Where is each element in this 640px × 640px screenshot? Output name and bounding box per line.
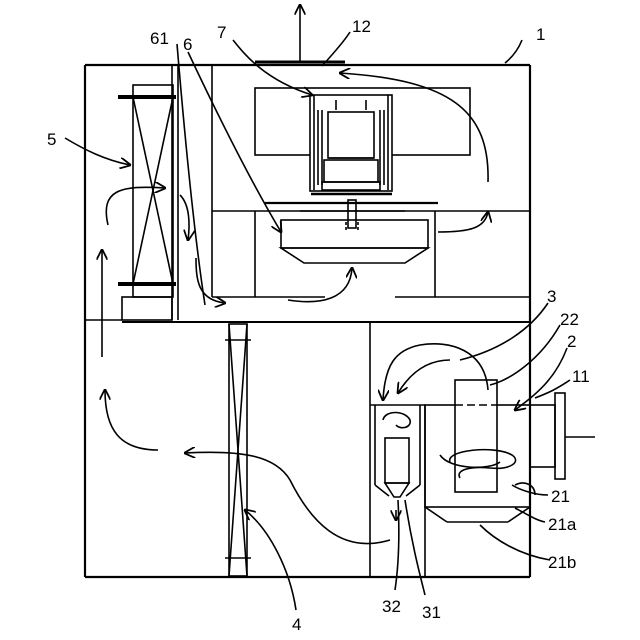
- label-2: 2: [567, 332, 576, 351]
- filter-5: [118, 85, 176, 297]
- label-12: 12: [352, 17, 371, 36]
- label-22: 22: [560, 310, 579, 329]
- fan-impeller-6: [265, 200, 438, 263]
- outer-housing: [85, 65, 530, 577]
- label-4: 4: [292, 615, 301, 634]
- fan-4: [225, 324, 251, 576]
- separator-3: [370, 322, 425, 577]
- label-11: 11: [572, 367, 590, 386]
- label-7: 7: [217, 23, 226, 42]
- motor-7: [255, 88, 470, 194]
- label-31: 31: [422, 603, 441, 622]
- label-1: 1: [536, 25, 545, 44]
- left-duct-plate: [122, 65, 178, 320]
- label-61: 61: [150, 29, 169, 48]
- label-21: 21: [551, 487, 570, 506]
- label-32: 32: [382, 597, 401, 616]
- label-21a: 21a: [548, 515, 577, 534]
- label-6: 6: [183, 35, 192, 54]
- label-5: 5: [47, 130, 56, 149]
- label-21b: 21b: [548, 553, 576, 572]
- label-3: 3: [547, 287, 556, 306]
